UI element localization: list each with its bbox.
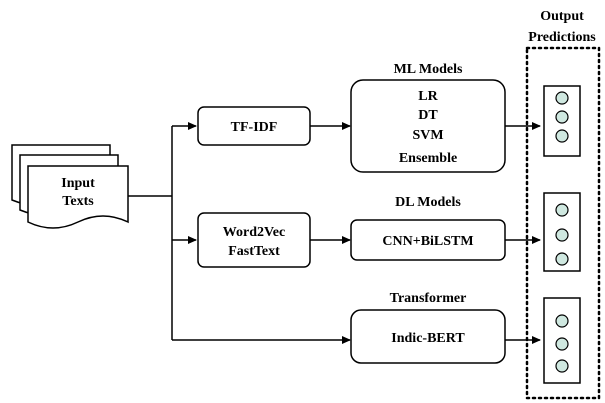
output-container [525,46,601,400]
output-header-line1: Output [540,9,584,24]
ml-model-svm: SVM [412,128,443,143]
input-label-line1: Input [61,176,95,191]
ml-models-title: ML Models [394,62,463,77]
transformer-model-label: Indic-BERT [391,331,465,346]
dl-models-title: DL Models [395,195,461,210]
output-node [555,228,569,242]
embedding-word2vec: Word2Vec [223,225,285,240]
output-node [555,359,569,373]
embedding-fasttext: FastText [228,244,280,259]
output-node [555,129,569,143]
dl-model-label: CNN+BiLSTM [382,234,473,249]
input-connectors [128,122,351,344]
ml-model-lr: LR [418,89,438,104]
output-node [555,110,569,124]
output-group-transformer [543,297,581,384]
ml-model-dt: DT [418,108,438,123]
tfidf-box: TF-IDF [197,106,311,146]
output-node [555,203,569,217]
output-group-dl [543,192,581,272]
output-header-line2: Predictions [528,30,596,45]
ml-model-ensemble: Ensemble [399,151,457,166]
transformer-box: Indic-BERT [350,309,506,364]
output-group-ml [543,85,581,157]
transformer-title: Transformer [390,291,467,306]
ml-models-box: LR DT SVM Ensemble [350,79,506,173]
output-node [555,337,569,351]
output-node [555,91,569,105]
input-label-line2: Texts [62,194,94,209]
tfidf-label: TF-IDF [231,120,278,135]
dl-models-box: CNN+BiLSTM [350,219,506,261]
output-node [555,252,569,266]
input-texts-document: Input Texts [11,144,129,229]
embeddings-box: Word2Vec FastText [197,212,311,268]
output-node [555,314,569,328]
